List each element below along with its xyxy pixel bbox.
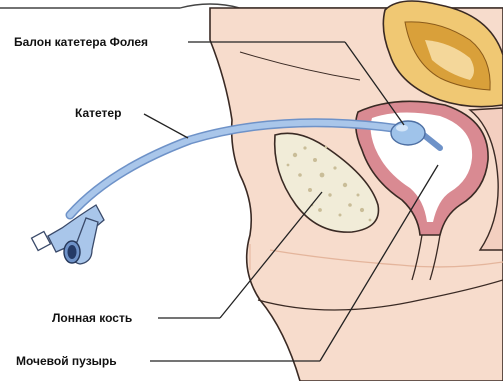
label-bladder: Мочевой пузырь [16, 354, 117, 368]
label-pubic-bone: Лонная кость [52, 311, 132, 325]
leader-catheter [144, 114, 188, 138]
foley-balloon [391, 121, 425, 145]
label-balloon: Балон катетера Фолея [14, 35, 148, 49]
label-catheter: Катетер [75, 106, 121, 120]
